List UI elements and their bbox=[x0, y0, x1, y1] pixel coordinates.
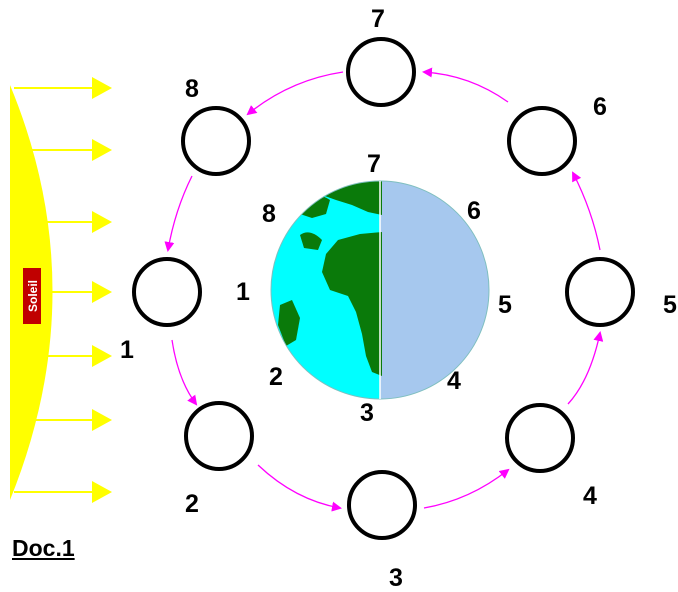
sun-ray-arrowhead-2 bbox=[92, 139, 112, 161]
earth-label-1: 1 bbox=[236, 278, 250, 306]
sun-label: Soleil bbox=[26, 280, 40, 312]
sun-ray-arrowhead-1 bbox=[92, 77, 112, 99]
moon-circle-3 bbox=[347, 470, 417, 540]
sun: Soleil bbox=[10, 77, 112, 503]
earth-label-5: 5 bbox=[498, 291, 512, 319]
orbit-arrow-3-4 bbox=[423, 468, 510, 509]
orbit-arrow-4-5 bbox=[567, 331, 604, 405]
moon-circle-2 bbox=[184, 401, 254, 471]
earth-labels: 1 2 3 4 5 6 7 8 bbox=[236, 150, 512, 427]
orbit-arrow-6-7 bbox=[422, 67, 509, 103]
orbit-arrow-2-3 bbox=[257, 464, 342, 512]
orbit-arrow-8-1 bbox=[164, 175, 193, 252]
sun-ray-arrowhead-3 bbox=[92, 211, 112, 233]
document-caption: Doc.1 bbox=[12, 535, 75, 561]
moon-label-1: 1 bbox=[120, 336, 134, 364]
orbit-arrow-1-2 bbox=[171, 339, 198, 406]
moon-label-7: 7 bbox=[371, 5, 385, 33]
sun-ray-arrowhead-4 bbox=[92, 281, 112, 303]
orbit-arrow-5-6 bbox=[572, 171, 601, 251]
moon-label-8: 8 bbox=[185, 75, 199, 103]
sun-ray-arrowhead-5 bbox=[92, 345, 112, 367]
earth-label-7: 7 bbox=[367, 150, 381, 178]
moon-labels: 1 2 3 4 5 6 7 8 bbox=[120, 5, 677, 592]
moon-circle-1 bbox=[132, 257, 202, 327]
earth-label-6: 6 bbox=[467, 197, 481, 225]
earth-label-8: 8 bbox=[262, 200, 276, 228]
moon-label-6: 6 bbox=[593, 93, 607, 121]
moon-label-5: 5 bbox=[663, 291, 677, 319]
moon-circle-6 bbox=[507, 106, 577, 176]
moon-circle-7 bbox=[346, 37, 416, 107]
moon-circle-5 bbox=[565, 257, 635, 327]
moon-label-4: 4 bbox=[583, 482, 597, 510]
sun-ray-arrowhead-6 bbox=[92, 409, 112, 431]
orbit-arrow-7-8 bbox=[246, 71, 344, 116]
orbit-arrows bbox=[164, 67, 604, 512]
moon-circle-4 bbox=[505, 403, 575, 473]
moon-label-2: 2 bbox=[185, 490, 199, 518]
moon-circle-8 bbox=[181, 106, 251, 176]
earth-label-3: 3 bbox=[360, 399, 374, 427]
moon-circles bbox=[132, 37, 635, 540]
earth-label-2: 2 bbox=[269, 363, 283, 391]
sun-ray-arrowhead-7 bbox=[92, 481, 112, 503]
moon-label-3: 3 bbox=[389, 564, 403, 592]
earth-label-4: 4 bbox=[447, 367, 461, 395]
sun-rays bbox=[14, 77, 112, 503]
sun-label-box bbox=[23, 268, 41, 324]
